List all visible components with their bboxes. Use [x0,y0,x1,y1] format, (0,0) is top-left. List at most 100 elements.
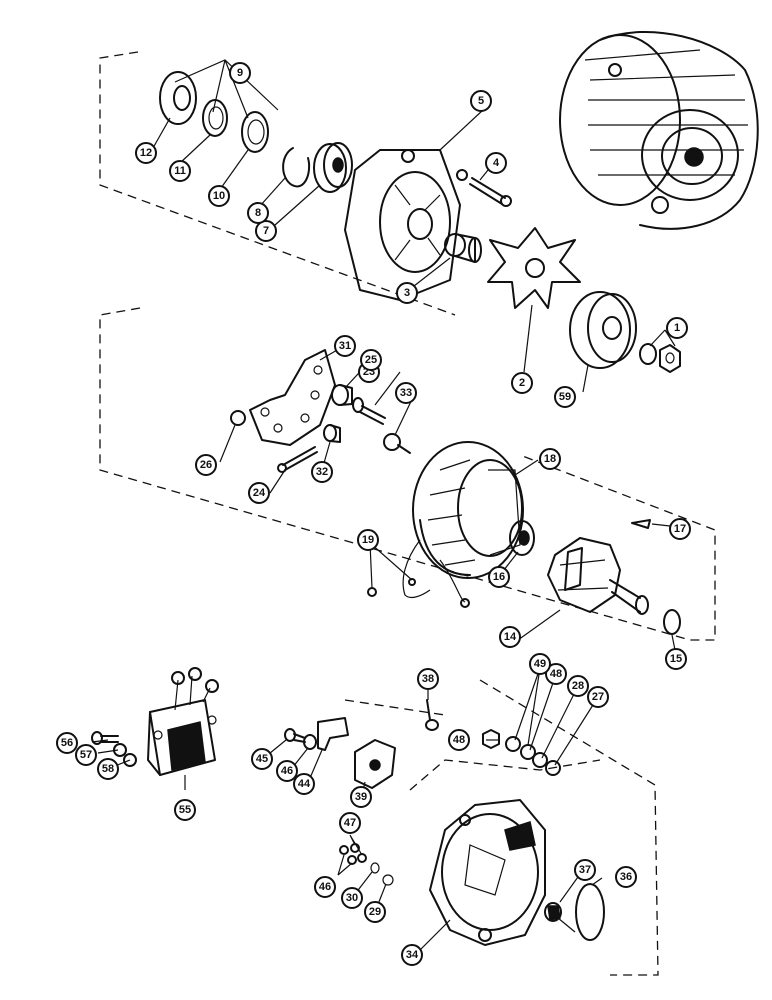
part-37-capacitor [544,902,576,933]
callout-5: 5 [470,90,492,112]
svg-text:14: 14 [504,631,517,643]
part-14-rotor [547,537,649,615]
leader-lines [91,109,677,951]
svg-text:11: 11 [174,165,186,177]
svg-text:48: 48 [453,734,465,746]
svg-text:56: 56 [61,737,73,749]
svg-text:7: 7 [263,225,269,237]
callout-37: 37 [574,859,596,881]
part-25-insulator [331,384,353,406]
callout-17: 17 [669,518,691,540]
svg-text:34: 34 [406,949,419,961]
svg-text:59: 59 [559,391,571,403]
callout-19: 19 [357,529,379,551]
callout-39: 39 [350,786,372,808]
callout-36: 36 [615,866,637,888]
part-8-snap-ring [282,147,311,188]
part-15-ring [663,609,681,635]
callout-14: 14 [499,626,521,648]
part-31-bracket-plate [249,349,336,446]
callout-25: 25 [360,349,382,371]
callout-24: 24 [248,482,270,504]
svg-text:33: 33 [400,387,412,399]
callout-9: 9 [229,62,251,84]
callout-2: 2 [511,372,533,394]
svg-text:30: 30 [346,892,358,904]
svg-text:1: 1 [674,322,680,334]
callout-49: 49 [529,653,551,675]
callout-10: 10 [208,185,230,207]
svg-text:10: 10 [213,190,225,202]
part-1-nut-washer [639,343,681,373]
part-23-screw [352,397,386,425]
svg-text:45: 45 [256,753,268,765]
part-46-washer [303,734,317,750]
callout-15: 15 [665,648,687,670]
svg-text:29: 29 [369,906,381,918]
svg-text:36: 36 [620,871,632,883]
callout-8: 8 [247,202,269,224]
callout-3: 3 [396,282,418,304]
svg-text:3: 3 [404,287,410,299]
part-59-pulley [569,291,637,369]
svg-text:24: 24 [253,487,266,499]
svg-text:47: 47 [344,817,356,829]
svg-text:9: 9 [237,67,243,79]
part-26-nut [230,410,246,426]
callout-48b: 48 [545,663,567,685]
svg-text:38: 38 [422,673,434,685]
callout-16: 16 [488,566,510,588]
callout-48a: 48 [448,729,470,751]
assembled-alternator [559,31,759,230]
callout-1: 1 [666,317,688,339]
callout-45: 45 [251,748,273,770]
svg-text:2: 2 [519,377,525,389]
part-38-screw [425,699,439,731]
bracket-9 [174,59,279,119]
callout-32: 32 [311,461,333,483]
part-55-regulator [147,667,219,776]
svg-text:55: 55 [179,804,191,816]
part-18-stator [412,441,524,579]
callout-56: 56 [56,732,78,754]
callout-34: 34 [401,944,423,966]
svg-text:46: 46 [319,881,331,893]
svg-text:32: 32 [316,466,328,478]
callout-31: 31 [334,335,356,357]
svg-text:58: 58 [102,763,114,775]
svg-text:5: 5 [478,95,484,107]
callout-4: 4 [485,152,507,174]
callout-44: 44 [293,773,315,795]
svg-text:4: 4 [493,157,500,169]
diode-trio-group-boundary [409,759,601,791]
part-45-screw [284,728,306,743]
part-2-fan [487,227,581,309]
svg-text:48: 48 [550,668,562,680]
callout-30: 30 [341,887,363,909]
part-56-screw [91,731,119,745]
callout-28: 28 [567,675,589,697]
part-39-connector [354,739,396,789]
callout-18: 18 [539,448,561,470]
part-44-bracket [317,717,349,751]
svg-text:28: 28 [572,680,584,692]
part-36-o-ring [575,883,605,941]
svg-text:18: 18 [544,453,556,465]
svg-text:16: 16 [493,571,505,583]
svg-text:27: 27 [592,691,604,703]
callout-47: 47 [339,812,361,834]
svg-text:12: 12 [140,147,152,159]
callout-26: 26 [195,454,217,476]
callout-57: 57 [75,744,97,766]
svg-text:17: 17 [674,523,686,535]
part-7-bearing [313,142,353,193]
svg-text:37: 37 [579,864,591,876]
svg-text:8: 8 [255,207,261,219]
callout-29: 29 [364,901,386,923]
part-12-seal [159,71,197,125]
part-5-front-housing [344,149,461,301]
svg-text:25: 25 [365,354,377,366]
callout-59: 59 [554,386,576,408]
rear-housing-group-boundary [479,679,659,976]
